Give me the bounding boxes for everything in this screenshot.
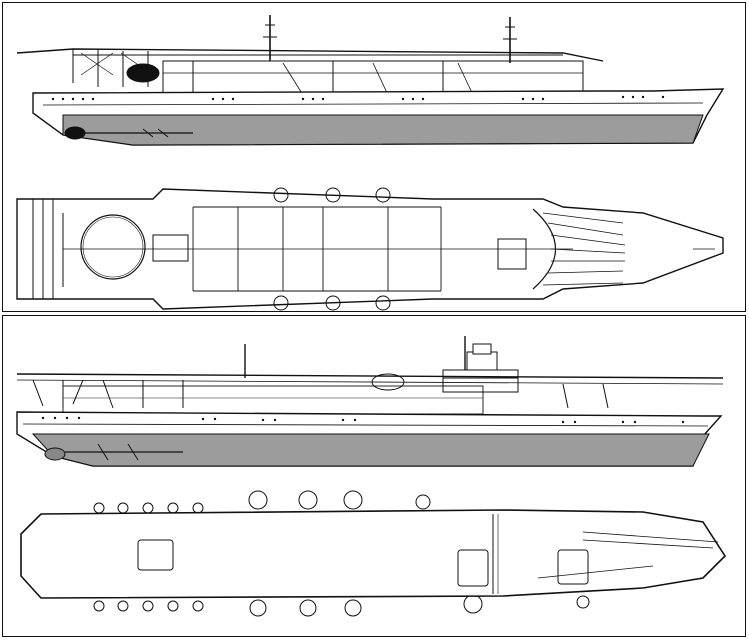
lower-flight-deck-edge [16,373,724,379]
lower-carrier-panel [2,315,746,637]
lower-elevator-mid [457,549,489,587]
lower-elevator-fwd [557,549,589,585]
lower-island [442,343,519,393]
upper-flight-deck-plan [16,187,724,311]
upper-deck-elevator-square [152,234,189,262]
upper-flight-deck-edge [16,48,604,62]
lower-sponsons-bottom [93,594,590,617]
lower-sponsons-top [93,490,431,514]
upper-side-profile [16,15,725,146]
upper-sponsons-top [273,187,391,311]
lower-portholes [41,416,685,424]
lower-deck-outline [20,509,727,599]
lower-hull-lower [31,433,710,467]
lower-elevator-aft [137,539,174,571]
upper-hull-lower [62,114,704,146]
upper-deck-grid [192,206,442,292]
upper-carrier-panel [2,2,746,312]
upper-funnel-uptake [126,63,160,83]
lower-carrier-drawing [16,336,727,617]
lower-side-profile [16,336,724,467]
lower-screw [44,447,66,461]
upper-portholes [51,95,665,101]
lower-flight-deck-plan [20,490,727,617]
upper-carrier-drawing [16,15,725,311]
upper-screw [64,126,86,140]
upper-deck-elevator-round [80,214,146,280]
